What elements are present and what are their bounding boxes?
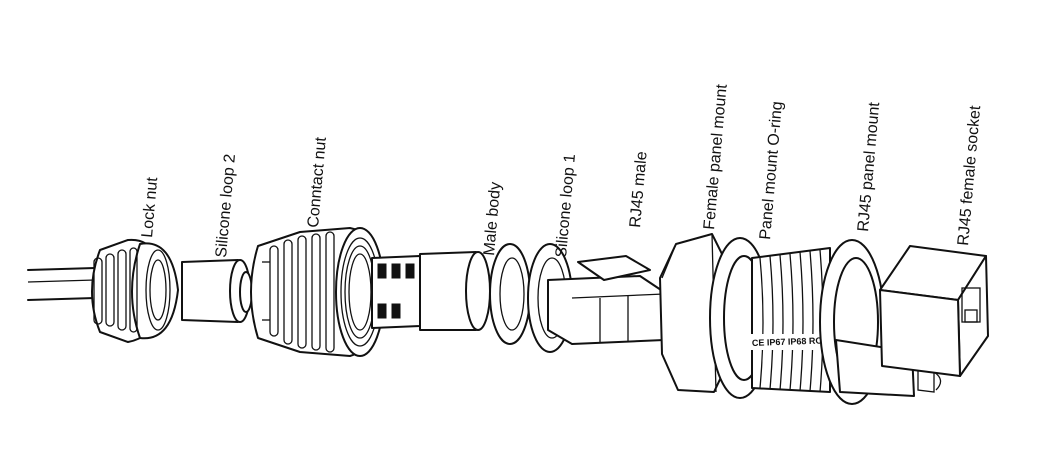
label-male-body: Male body (481, 181, 504, 256)
lock-nut (91, 238, 179, 343)
panel-marking: CE IP67 IP68 ROHS (752, 335, 835, 348)
contact-nut (250, 227, 385, 357)
rj45-female-socket (879, 245, 989, 377)
label-rj45-panel-mount: RJ45 panel mount (855, 101, 883, 232)
cable (27, 267, 96, 301)
label-lock-nut: Lock nut (139, 176, 161, 238)
label-female-panel-mount: Female panel mount (701, 83, 731, 230)
label-panel-mount-oring: Panel mount O-ring (757, 101, 786, 241)
part-labels: Lock nut Silicone loop 2 Conntact nut Ma… (139, 83, 984, 258)
label-rj45-male: RJ45 male (627, 151, 651, 229)
label-rj45-female-socket: RJ45 female socket (955, 104, 984, 246)
rj45-male-plug (547, 255, 665, 345)
label-contact-nut: Conntact nut (305, 136, 330, 228)
label-silicone-loop-1: Silicone loop 1 (553, 153, 579, 258)
male-body (371, 251, 491, 331)
label-silicone-loop-2: Silicone loop 2 (213, 153, 239, 258)
silicone-loop-2 (181, 259, 253, 323)
